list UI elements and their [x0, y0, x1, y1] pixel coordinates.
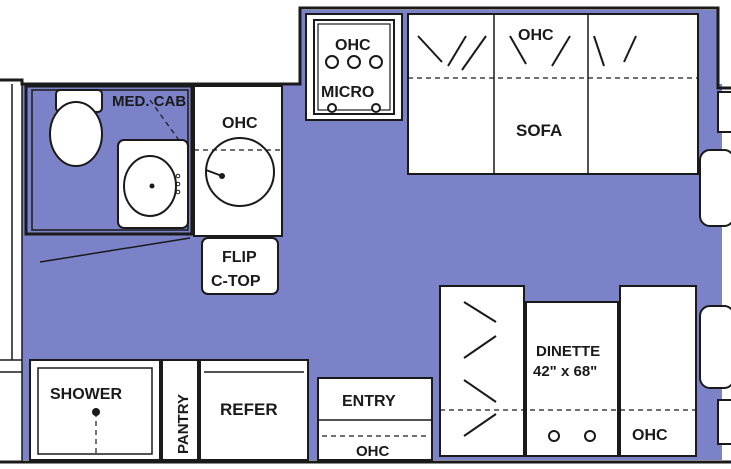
pantry-label: PANTRY [175, 394, 192, 454]
entry-label: ENTRY [342, 393, 396, 410]
refer-label: REFER [220, 400, 278, 419]
dinette-label-line1: DINETTE [536, 343, 600, 360]
shower-label: SHOWER [50, 386, 122, 403]
ohc-entry-label: OHC [356, 443, 390, 460]
ohc-galley-label: OHC [222, 115, 258, 132]
sofa [407, 13, 699, 175]
ohc-sofa-label: OHC [518, 27, 554, 44]
flip-label-line1: FLIP [222, 249, 257, 266]
dinette [439, 285, 697, 457]
cab-seat-bottom [699, 305, 731, 445]
exterior-wall [0, 6, 731, 90]
ohc-dinette-label: OHC [632, 427, 668, 444]
pantry [161, 359, 199, 461]
dinette-label-line2: 42" x 68" [533, 363, 597, 380]
refrigerator [199, 359, 309, 461]
cab-seat-top [699, 91, 731, 227]
shower [29, 359, 161, 461]
entry-step [317, 377, 433, 461]
toilet [49, 89, 103, 167]
microwave-stove [305, 13, 403, 121]
micro-label: MICRO [321, 84, 374, 101]
med-cab-label: MED. CAB [112, 93, 186, 110]
flip-label-line2: C-TOP [211, 273, 261, 290]
bathroom-sink [117, 139, 189, 229]
ohc-micro-label: OHC [335, 37, 371, 54]
sofa-label: SOFA [516, 121, 562, 140]
flip-counter-top [201, 237, 279, 295]
galley-counter [193, 85, 283, 237]
